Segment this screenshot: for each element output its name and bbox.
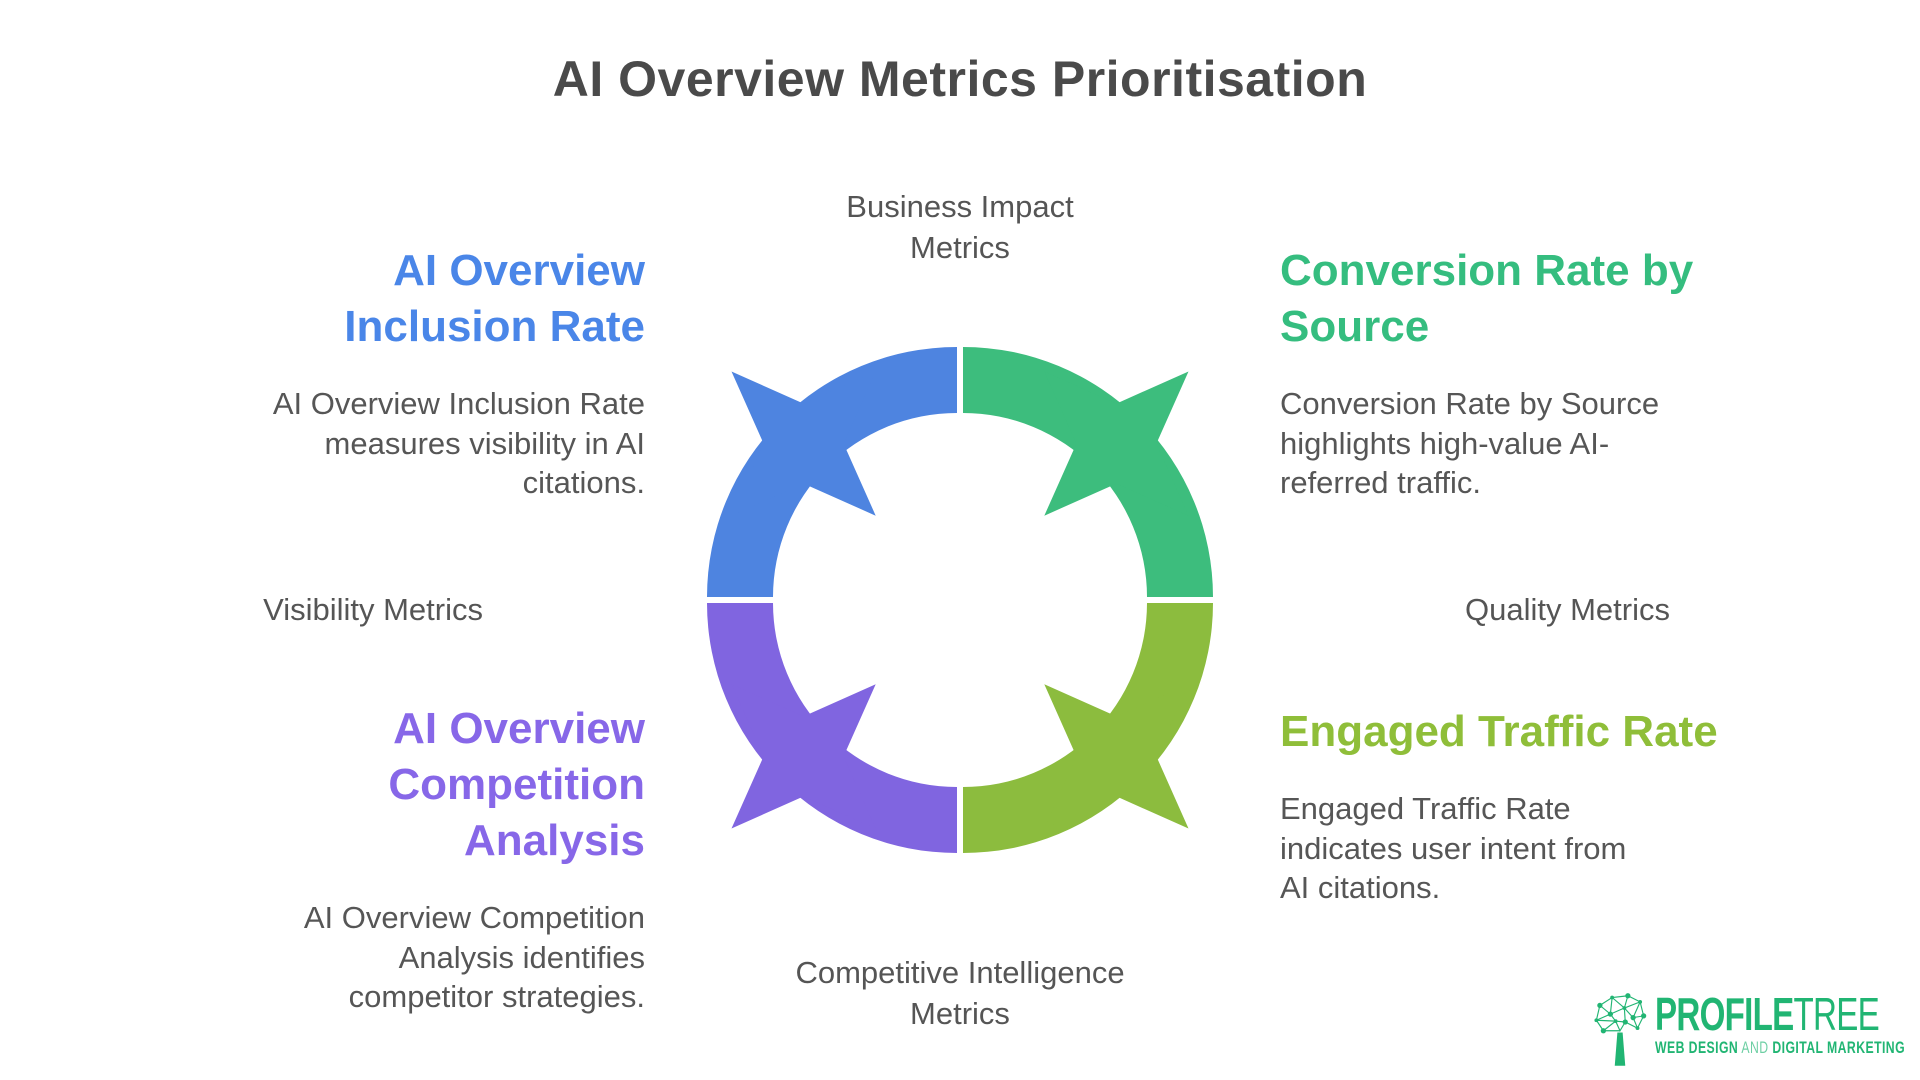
quadrant-competitive (707, 603, 957, 853)
logo-tagline: WEB DESIGN AND DIGITAL MARKETING (1655, 1038, 1905, 1058)
cycle-label-visibility: Visibility Metrics (263, 592, 483, 627)
quadrant-visibility (707, 347, 957, 597)
logo-brand-light: TREE (1793, 988, 1879, 1040)
profiletree-tree-icon (1594, 993, 1647, 1066)
arrow-star-icon (731, 684, 876, 829)
quadrant-quality (963, 347, 1213, 597)
logo-wordmark: PROFILETREE (1655, 991, 1905, 1037)
tagline-and: AND (1741, 1038, 1769, 1057)
quadrant-engagement (963, 603, 1213, 853)
quadrant-arc (707, 603, 957, 853)
tagline-digital-marketing: DIGITAL MARKETING (1772, 1038, 1906, 1057)
page-title: AI Overview Metrics Prioritisation (552, 51, 1368, 107)
profiletree-logo: PROFILETREE WEB DESIGN AND DIGITAL MARKE… (1592, 991, 1920, 1067)
quadrant-arc (707, 347, 957, 597)
quadrant-arc (963, 603, 1213, 853)
arrow-star-icon (731, 371, 876, 516)
arrow-star-icon (1044, 684, 1189, 829)
section-engaged-traffic-rate: Engaged Traffic Rate Engaged Traffic Rat… (1280, 704, 1780, 908)
cycle-diagram (707, 347, 1213, 853)
quadrant-arc (963, 347, 1213, 597)
tagline-web-design: WEB DESIGN (1655, 1038, 1739, 1057)
logo-brand-bold: PROFILE (1655, 988, 1794, 1040)
arrow-star-icon (1044, 371, 1189, 516)
profiletree-logo-text: PROFILETREE WEB DESIGN AND DIGITAL MARKE… (1655, 991, 1905, 1058)
section-heading: Engaged Traffic Rate (1280, 707, 1718, 756)
cycle-label-quality: Quality Metrics (1465, 592, 1670, 627)
